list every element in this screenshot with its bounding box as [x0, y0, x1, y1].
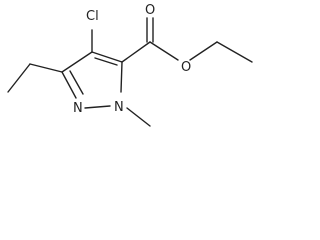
atom-label-ring-nitrogen-2: N — [73, 101, 83, 116]
atom-label-ester-oxygen: O — [181, 60, 191, 75]
bond-c3-ethyl-ch2 — [29, 63, 63, 73]
bond-ch2-ch3 — [216, 41, 253, 63]
chemical-structure-diagram: Cl O O N N — [7, 3, 253, 127]
bond-n2-c3-double — [69, 70, 84, 95]
bond-ester-o-ch2 — [189, 41, 218, 61]
bond-n1-methyl — [126, 107, 151, 127]
bond-n2-c3 — [61, 71, 77, 99]
bonds — [7, 17, 253, 127]
atom-label-ring-nitrogen-1: N — [114, 100, 124, 115]
bond-carbonyl-c-ester-o — [149, 41, 179, 61]
bond-c4-c5 — [91, 51, 123, 63]
bond-n1-n2 — [84, 105, 111, 109]
bond-c5-n1 — [120, 61, 123, 93]
atom-label-carbonyl-oxygen: O — [145, 3, 155, 18]
bond-ethyl-ch2-ch3 — [7, 63, 31, 93]
bond-c5-carbonyl-carbon — [121, 41, 151, 63]
atom-labels: Cl O O N N — [73, 3, 191, 116]
bond-c4-c5-double — [94, 57, 118, 66]
bond-c3-c4 — [61, 51, 93, 73]
atom-label-chlorine: Cl — [86, 9, 99, 24]
